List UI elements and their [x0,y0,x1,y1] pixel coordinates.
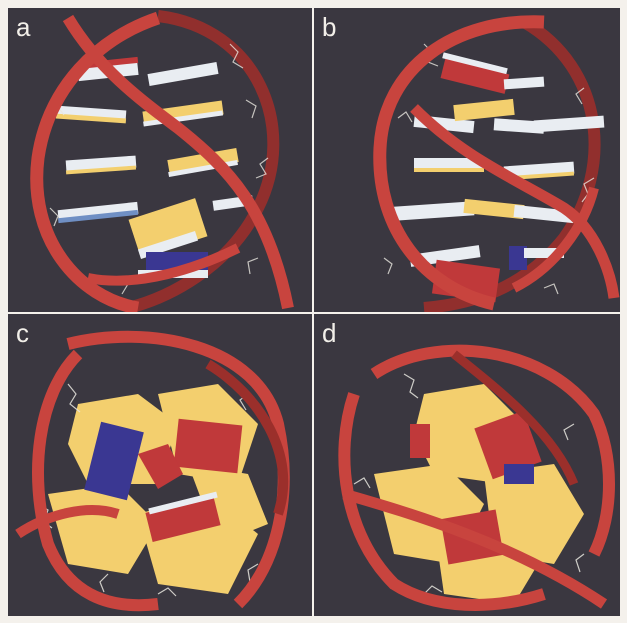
dna-helix-a-illustration [8,8,312,312]
panel-d: d [314,314,620,616]
panel-a: a [8,8,312,312]
panel-c: c [8,314,312,616]
panel-b: b [314,8,620,312]
panel-label-b: b [322,14,336,40]
panel-label-d: d [322,320,336,346]
dna-helix-c-illustration [8,314,312,616]
dna-helix-b-illustration [314,8,620,312]
dna-helix-d-illustration [314,314,620,616]
panel-label-a: a [16,14,30,40]
panel-label-c: c [16,320,29,346]
